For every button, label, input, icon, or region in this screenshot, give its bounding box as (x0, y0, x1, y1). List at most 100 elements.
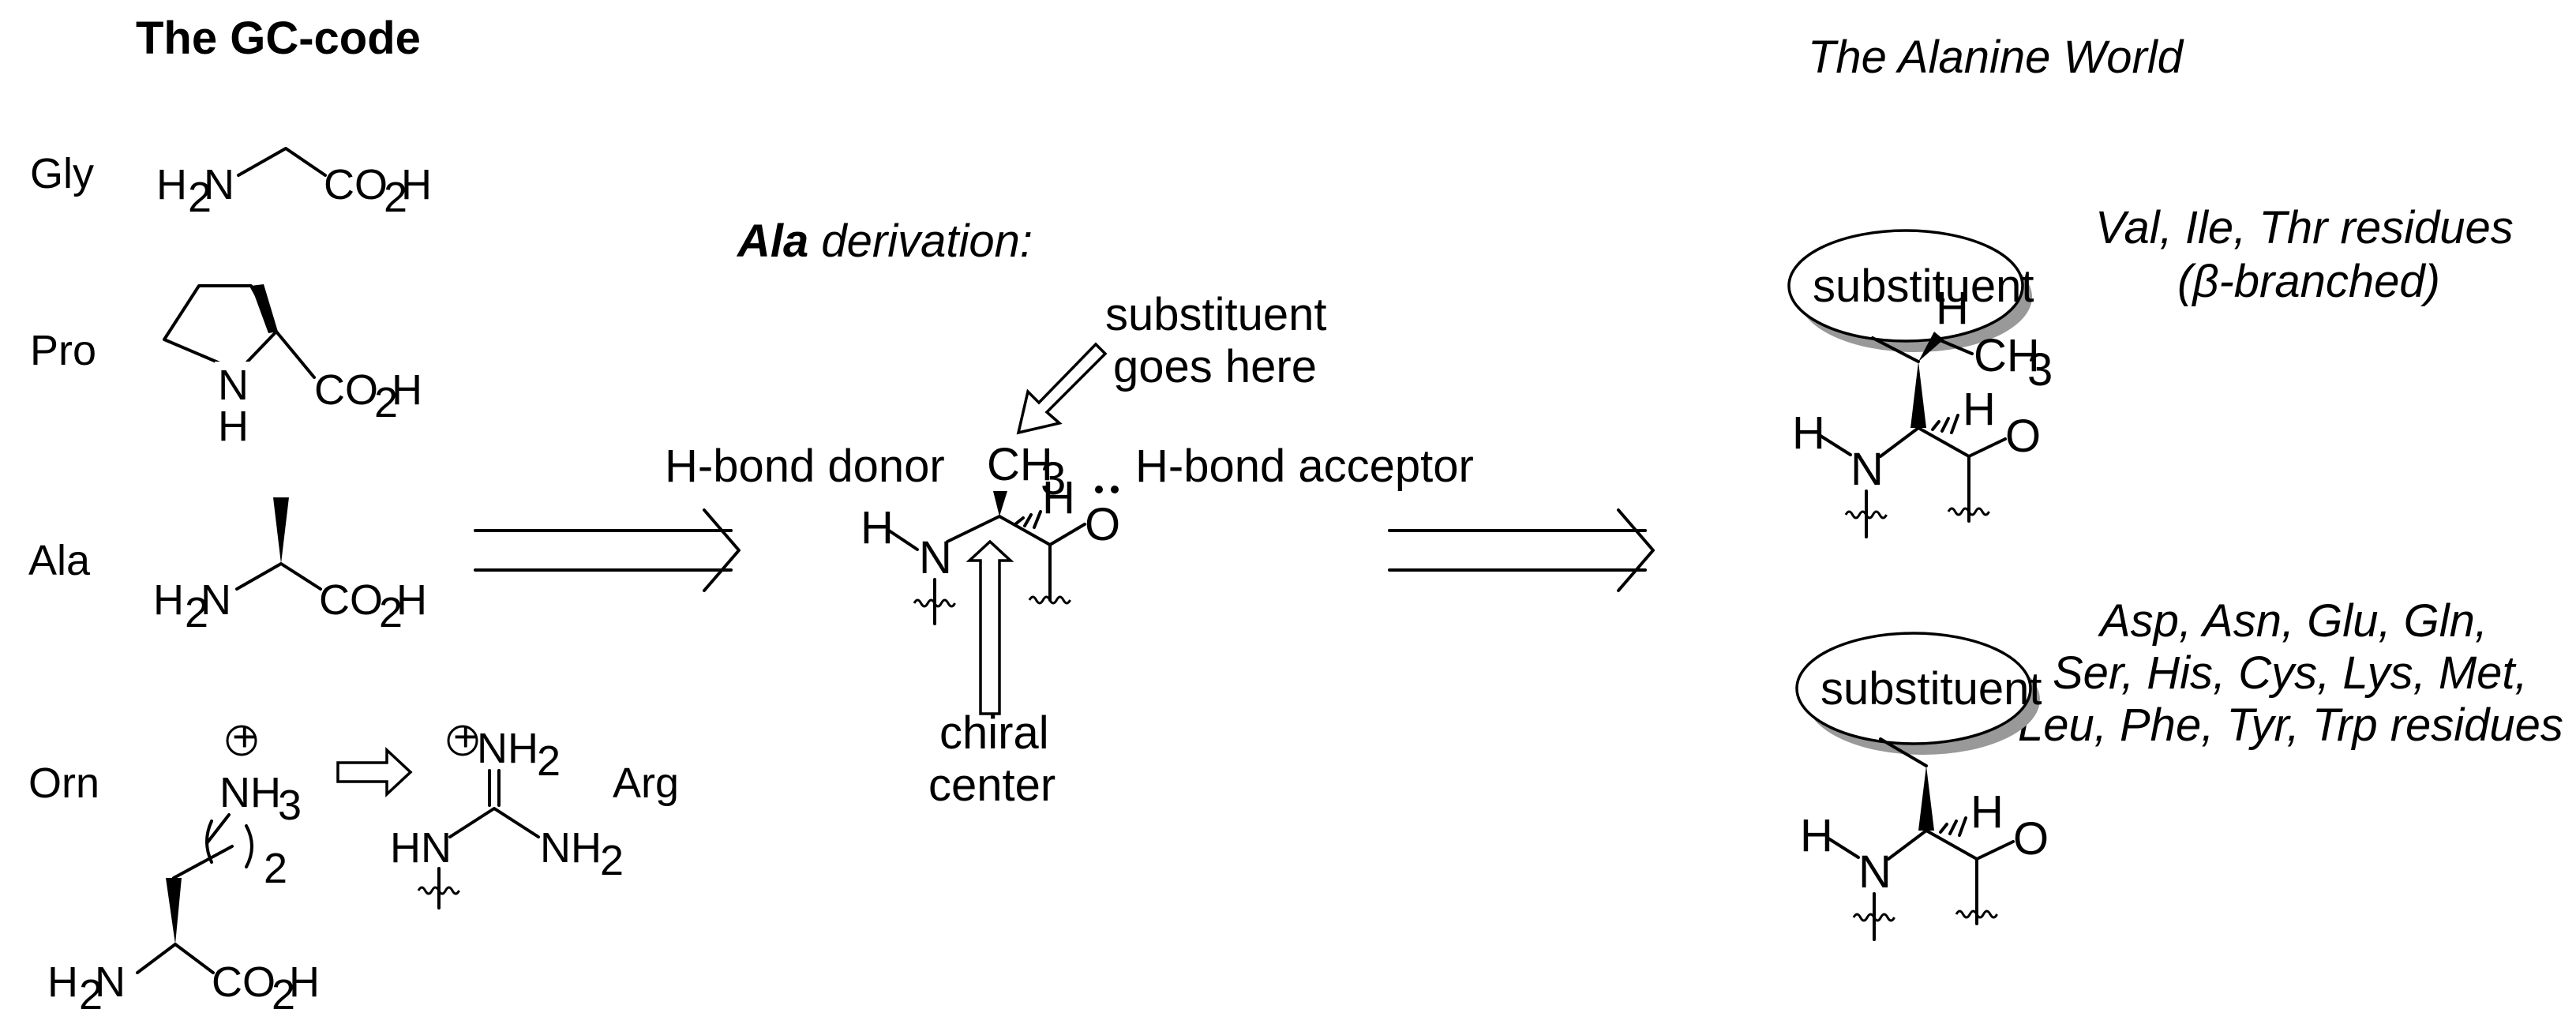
ornithine-structure: + NH 3 2 H 2 N CO 2 H (47, 713, 320, 1018)
orn-paren-right (245, 824, 253, 868)
chiral-center-arrow (966, 539, 1014, 715)
group1-line2: (β-branched) (2177, 256, 2440, 307)
g2-sub-bond (1879, 737, 1928, 767)
pro-carboxyl-bond (275, 330, 316, 379)
arg-double-bond (488, 769, 501, 807)
pro-wedge (251, 284, 278, 333)
g2-nh-h: H (1800, 810, 1833, 861)
arg-plus: + (453, 713, 478, 760)
g2-n: N (1858, 846, 1892, 898)
g1-o: O (2005, 411, 2041, 462)
lone-pair-dot-2 (1111, 486, 1119, 493)
g1-branch-h: H (1936, 283, 1969, 334)
arg-nh2-top: NH (477, 725, 538, 772)
chiral-label-line2: center (928, 760, 1056, 811)
bubble2-label: substituent (1820, 663, 2042, 715)
orn-h2n-sub: 2 (79, 971, 103, 1018)
label-gly: Gly (30, 150, 94, 197)
substituent-note-line1: substituent (1105, 289, 1327, 340)
g1-backbone (1879, 426, 2007, 458)
orn-wedge (166, 878, 182, 944)
group1-rest: -branched) (2218, 256, 2439, 307)
substituent-pointer-arrow (1016, 342, 1108, 435)
arg-attach-squiggle (417, 886, 461, 895)
orn-nh: NH (219, 769, 281, 816)
g1-sub-bond (1871, 336, 1920, 363)
arginine-guanidinium: + NH 2 HN NH 2 (390, 713, 624, 910)
g1-alpha-h: H (1963, 384, 1996, 435)
beta-branched-structure: substituent H CH 3 H N H O (1787, 229, 2053, 538)
g1-n: N (1850, 444, 1884, 495)
deriv-c-squiggle (1028, 595, 1072, 605)
substituent-note-line2: goes here (1113, 341, 1317, 392)
g1-alpha-wedge (1910, 362, 1926, 428)
retro-arrow-left (474, 508, 741, 592)
g2-backbone (1887, 829, 2015, 861)
g1-ch: CH (1974, 330, 2040, 381)
h-bond-donor-label: H-bond donor (665, 441, 945, 492)
orn-to-arg-arrow (336, 746, 413, 798)
derivation-title: Ala derivation: (736, 216, 1033, 267)
g2-nh-bond (1827, 837, 1860, 859)
substituent-structure-2: substituent H N H O (1795, 632, 2049, 941)
alanine-structure: H 2 N CO 2 H (153, 497, 427, 636)
orn-plus: + (232, 713, 257, 760)
group2-line3: Leu, Phe, Tyr, Trp residues (2018, 700, 2563, 751)
g1-hash-h (1931, 414, 1959, 434)
orn-co-sub: 2 (272, 971, 295, 1018)
pro-nh: H (218, 403, 249, 450)
label-orn: Orn (28, 760, 99, 807)
derivation-title-rest: derivation: (808, 216, 1033, 267)
orn-backbone (136, 943, 215, 974)
g2-alpha-wedge (1918, 766, 1934, 831)
chiral-label-line1: chiral (939, 707, 1049, 759)
deriv-hash-h (1014, 510, 1042, 529)
gly-h2n-n: N (204, 161, 234, 208)
ala-derivation-structure: CH 3 H N H O (861, 439, 1120, 625)
orn-nh-sub: 3 (278, 782, 302, 829)
g2-n-squiggle (1852, 913, 1896, 922)
orn-chain-top (205, 813, 231, 845)
pro-co: CO (314, 366, 378, 414)
orn-plus-circle (226, 725, 257, 756)
deriv-methyl-wedge (993, 491, 1007, 516)
h-bond-acceptor-label: H-bond acceptor (1135, 441, 1474, 492)
label-ala: Ala (28, 537, 91, 584)
arg-hn: HN (390, 824, 452, 872)
deriv-n-squiggle (913, 598, 957, 608)
arg-nh2-right-sub: 2 (600, 837, 624, 884)
label-pro: Pro (30, 327, 96, 374)
group2-line2: Ser, His, Cys, Lys, Met, (2053, 647, 2528, 699)
deriv-nh-h: H (861, 502, 894, 553)
deriv-nh-bond (887, 529, 919, 551)
arg-nh2-top-sub: 2 (537, 737, 561, 785)
gly-oh: H (401, 161, 432, 208)
ala-h2n-n: N (201, 576, 231, 624)
right-title: The Alanine World (1808, 32, 2184, 83)
g1-n-squiggle (1844, 510, 1888, 520)
arg-plus-circle (447, 725, 478, 756)
bubble1-label: substituent (1813, 261, 2034, 312)
substituent-bubble-1 (1787, 229, 2024, 343)
deriv-ch-sub: 3 (1041, 453, 1066, 504)
deriv-alpha-h: H (1042, 472, 1075, 523)
label-arg: Arg (613, 760, 679, 807)
g1-nh-h: H (1792, 407, 1825, 459)
g2-c-squiggle (1955, 910, 1999, 919)
orn-co: CO (212, 958, 276, 1006)
gly-co: CO (324, 161, 388, 208)
g1-branch-wedge (1918, 332, 1944, 362)
substituent-bubble-2 (1795, 632, 2032, 745)
deriv-n: N (919, 532, 952, 583)
g1-nh-bond (1819, 434, 1852, 456)
ala-h2n-sub: 2 (185, 589, 208, 636)
derivation-title-ala: Ala (736, 216, 808, 267)
retro-arrow-right (1388, 508, 1655, 592)
deriv-backbone (946, 515, 1086, 546)
pro-ring (163, 284, 278, 373)
g2-hash-h (1939, 816, 1967, 837)
proline-structure: N H CO 2 H (163, 284, 422, 450)
group1-beta: β (2191, 256, 2218, 307)
g2-o: O (2013, 813, 2049, 865)
